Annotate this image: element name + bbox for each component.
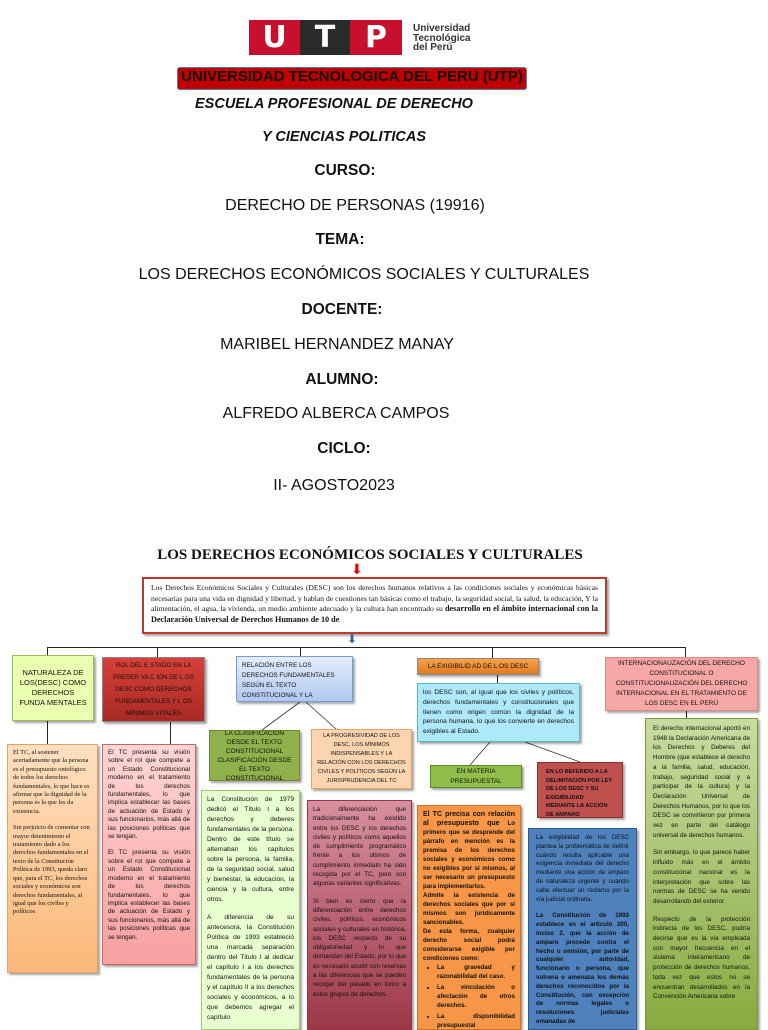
branch-relacion: RELACIÓN ENTRE LOS DERECHOS FUNDAMENTALE… xyxy=(236,656,353,702)
course-label: CURSO: xyxy=(314,162,376,179)
paragraph: El TC precisa con relación al presupuest… xyxy=(423,810,515,891)
paragraph: De esta forma, cualquier derecho social … xyxy=(423,928,515,962)
presupuestal-text: El TC precisa con relación al presupuest… xyxy=(417,805,521,1030)
paragraph: El TC presenta su visión sobre el rol qu… xyxy=(108,749,190,841)
logo-letter-t: T xyxy=(300,20,350,55)
internacional-text: El derecho internacional aportó en 1948 … xyxy=(645,718,758,1030)
connector xyxy=(685,647,686,657)
presupuestal-box: EN MATERIA PRESUPUESTAL xyxy=(430,765,522,788)
paragraph: La exigibilidad de los DESC plantea la p… xyxy=(536,834,629,903)
connector xyxy=(497,675,498,683)
branch-internacionalizacion: INTERNACIONAUZACIÓN DEL DERECHO CONSTITU… xyxy=(605,657,758,711)
map-title: LOS DERECHOS ECONÓMICOS SOCIALES Y CULTU… xyxy=(157,547,583,563)
school-line-1: ESCUELA PROFESIONAL DE DERECHO xyxy=(195,96,473,112)
progresividad-text: La diferenciación que tradicionalmente h… xyxy=(307,800,412,1030)
paragraph: Respecto de la protección indirecta de l… xyxy=(653,915,750,1001)
paragraph: A diferencia de su antecesora, la Consti… xyxy=(207,914,294,1021)
intro-text: Los Derechos Económicos Sociales y Cultu… xyxy=(151,583,598,613)
logo-text: Universidad Tecnológica del Perú xyxy=(413,24,471,53)
paragraph: El TC presenta su visión sobre el rol qu… xyxy=(108,849,190,941)
paragraph: El TC, al sostener acertadamente que la … xyxy=(13,749,90,815)
branch-rol-estado: ROL DEL E STADO EN LA PRESER VA C IÓN DE… xyxy=(102,657,205,722)
red-arrow-icon: ⬇ xyxy=(351,561,363,577)
connector xyxy=(47,647,48,656)
text: Lo primero que se desprende del párrafo … xyxy=(423,820,515,890)
connector xyxy=(157,647,158,657)
logo-text-line: del Perú xyxy=(413,42,453,53)
progresividad-box: LA PROGRESIVIDAD DE LOS DESC, LOS MÍNIMO… xyxy=(311,729,412,789)
connector xyxy=(170,722,171,744)
blue-arrow-icon: ⬇ xyxy=(347,632,358,646)
student-label: ALUMNO: xyxy=(305,371,379,388)
connector xyxy=(492,647,493,658)
list-item: La gravedad y razonabilidad del caso. xyxy=(437,963,515,981)
utp-logo: U T P xyxy=(249,20,402,55)
exigibilidad-definition: los DESC son, al igual que los civiles y… xyxy=(417,683,580,742)
clasificacion-text: La Constitución de 1979 dedicó el Título… xyxy=(201,790,300,1030)
amparo-box: EN LO REFERIDO A LA DELIMITACIÓN POR LEY… xyxy=(537,762,623,818)
connector xyxy=(47,647,685,648)
paragraph: La diferenciación que tradicionalmente h… xyxy=(313,806,406,888)
connector xyxy=(686,711,687,718)
paragraph: La Constitución de 1979 dedicó el Título… xyxy=(207,796,294,903)
university-banner: UNIVERSIDAD TECNOLOGICA DEL PERU (UTP) xyxy=(177,67,527,90)
intro-box: Los Derechos Económicos Sociales y Cultu… xyxy=(142,577,607,634)
paragraph: El derecho internacional aportó en 1948 … xyxy=(653,725,750,839)
logo-letter-p: P xyxy=(350,20,402,55)
paragraph: Si bien es cierto que la diferenciación … xyxy=(313,897,406,998)
branch-exigibilidad: LA EXIGIBILID AD DE L OS DESC xyxy=(417,658,539,675)
lead-text: El TC precisa con relación al presupuest… xyxy=(423,811,515,827)
logo-text-line: Universidad xyxy=(413,23,471,34)
course-value: DERECHO DE PERSONAS (19916) xyxy=(225,197,485,214)
branch-naturaleza: NATURALEZA DE LOS(DESC) COMO DERECHOS FU… xyxy=(12,655,94,721)
topic-value: LOS DERECHOS ECONÓMICOS SOCIALES Y CULTU… xyxy=(138,266,590,283)
connector xyxy=(47,721,48,744)
student-value: ALFREDO ALBERCA CAMPOS xyxy=(222,405,450,422)
rol-text: El TC presenta su visión sobre el rol qu… xyxy=(102,744,196,965)
logo-letter-u: U xyxy=(249,20,300,55)
school-line-2: Y CIENCIAS POLITICAS xyxy=(261,129,427,145)
intro-bold-text: desarrollo en el ámbito internacional co… xyxy=(151,604,598,624)
clasificacion-box: LA CLASIFICACIÓN DESDE EL TEXTO CONSTITU… xyxy=(209,730,300,781)
topic-label: TEMA: xyxy=(315,231,365,248)
cycle-value: II- AGOSTO2023 xyxy=(273,477,395,494)
teacher-label: DOCENTE: xyxy=(301,301,383,318)
logo-text-line: Tecnológica xyxy=(413,32,471,44)
paragraph: Admite la existencia de derechos sociale… xyxy=(423,892,515,926)
naturaleza-text: El TC, al sostener acertadamente que la … xyxy=(7,744,98,973)
paragraph: Sin perjuicio de comentar con mayor dete… xyxy=(13,824,90,916)
list-item: La vinculación o afectación de otros der… xyxy=(437,983,515,1010)
connector xyxy=(300,647,301,656)
conditions-list: La gravedad y razonabilidad del caso. La… xyxy=(437,963,515,1029)
paragraph: Sin embargo, lo que parece haber influid… xyxy=(653,849,750,905)
teacher-value: MARIBEL HERNANDEZ MANAY xyxy=(220,336,454,353)
amparo-text: La exigibilidad de los DESC plantea la p… xyxy=(528,828,637,1030)
paragraph: La Constitución de 1993 establece en el … xyxy=(536,912,629,1025)
list-item: La disponibilidad presupuestal xyxy=(437,1012,515,1029)
cycle-label: CICLO: xyxy=(317,440,371,457)
